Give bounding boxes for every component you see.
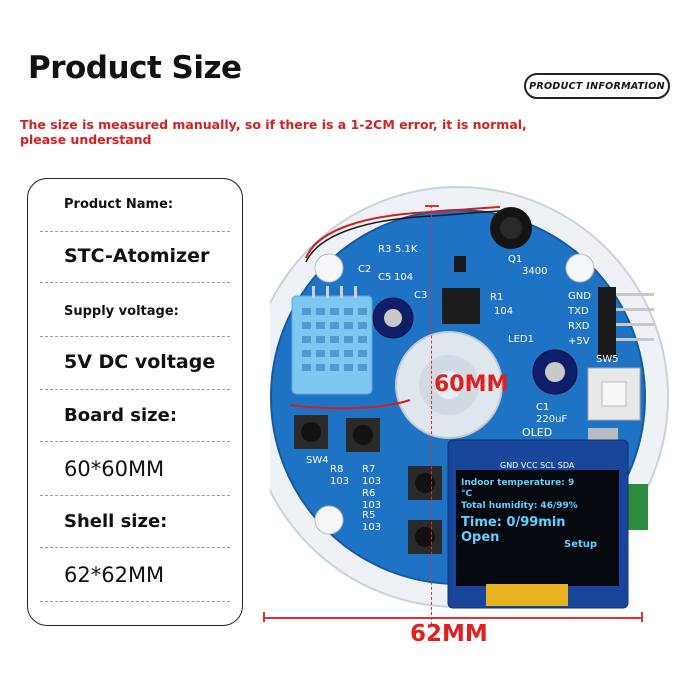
supply-voltage-value: 5V DC voltage [64, 351, 216, 373]
oled-time: Time: 0/99min [461, 515, 566, 530]
product-name-value: STC-Atomizer [64, 245, 210, 267]
vertical-dimension-line [431, 205, 432, 625]
silk-c5-val: 104 [394, 272, 413, 283]
divider [40, 601, 230, 602]
standoff [314, 505, 344, 535]
divider [40, 231, 230, 232]
product-name-label: Product Name: [64, 197, 174, 212]
silk-oled: OLED [522, 426, 552, 439]
tact-button [408, 466, 442, 500]
silk-rxd: RXD [568, 321, 590, 332]
silk-5v: +5V [568, 336, 590, 347]
oled-total-humidity: Total humidity: 46/99% [461, 501, 578, 511]
silk-c2: C2 [358, 264, 371, 275]
silk-r1-val: 104 [494, 306, 513, 317]
silk-r8-val: 103 [330, 476, 349, 487]
spec-card: Product Name: STC-Atomizer Supply voltag… [27, 178, 243, 626]
standoff [314, 253, 344, 283]
silk-r8: R8 [330, 464, 343, 475]
oled-setup: Setup [564, 539, 597, 550]
product-information-badge: PRODUCT INFORMATION [524, 73, 670, 99]
atomizer-board-illustration: R3 5.1K C2 C5 104 C3 Q1 3400 R1 104 LED1… [270, 186, 669, 609]
horizontal-dimension-label: 62MM [410, 621, 488, 647]
horizontal-dimension-tick [263, 612, 265, 622]
oled-open: Open [461, 530, 499, 545]
silk-r5-val: 103 [362, 522, 381, 533]
silk-r1: R1 [490, 292, 503, 303]
tact-button [408, 520, 442, 554]
oled-indoor-temperature: Indoor temperature: 9 [461, 478, 574, 488]
silk-r3-val: 5.1K [395, 244, 418, 255]
divider [40, 547, 230, 548]
silk-r5: R5 [362, 510, 375, 521]
tact-button [294, 415, 328, 449]
vertical-dimension-tick [425, 205, 439, 207]
silk-sw4: SW4 [306, 455, 329, 466]
divider [40, 389, 230, 390]
divider [40, 282, 230, 283]
silk-c1-val: 220uF [536, 414, 567, 425]
silk-led1: LED1 [508, 334, 534, 345]
silk-c1: C1 [536, 402, 549, 413]
shell-size-value: 62*62MM [64, 563, 165, 587]
silk-r7-val: 103 [362, 476, 381, 487]
silk-q1: Q1 [508, 254, 522, 265]
page-title: Product Size [28, 50, 242, 86]
shell-size-label: Shell size: [64, 511, 168, 532]
standoff [565, 253, 595, 283]
silk-q1-val: 3400 [522, 266, 547, 277]
vertical-dimension-label: 60MM [434, 372, 509, 397]
horizontal-dimension-line [263, 617, 643, 619]
measurement-note: The size is measured manually, so if the… [20, 117, 527, 147]
silk-c3: C3 [414, 290, 427, 301]
board-size-value: 60*60MM [64, 457, 165, 481]
tact-button [346, 418, 380, 452]
sensor-pins [312, 286, 357, 298]
silk-r7: R7 [362, 464, 375, 475]
divider [40, 495, 230, 496]
oled-temperature-unit: °C [461, 489, 473, 499]
silk-r3: R3 [378, 244, 391, 255]
black-wire [305, 210, 501, 263]
oled-module [447, 439, 629, 609]
divider [40, 336, 230, 337]
silk-txd: TXD [567, 306, 589, 317]
silk-r6-val: 103 [362, 500, 381, 511]
silk-r6: R6 [362, 488, 375, 499]
silk-sw5: SW5 [596, 354, 619, 365]
board-size-label: Board size: [64, 405, 178, 426]
supply-voltage-label: Supply voltage: [64, 304, 179, 319]
silk-c5: C5 [378, 272, 391, 283]
silk-gnd: GND [568, 291, 591, 302]
horizontal-dimension-tick [641, 612, 643, 622]
transistor [454, 256, 466, 272]
divider [40, 441, 230, 442]
dht11-sensor [291, 295, 373, 395]
pin-header [598, 287, 654, 359]
red-wire [305, 206, 501, 259]
ic-chip [442, 288, 480, 324]
oled-pins-label: GND VCC SCL SDA [500, 461, 575, 470]
